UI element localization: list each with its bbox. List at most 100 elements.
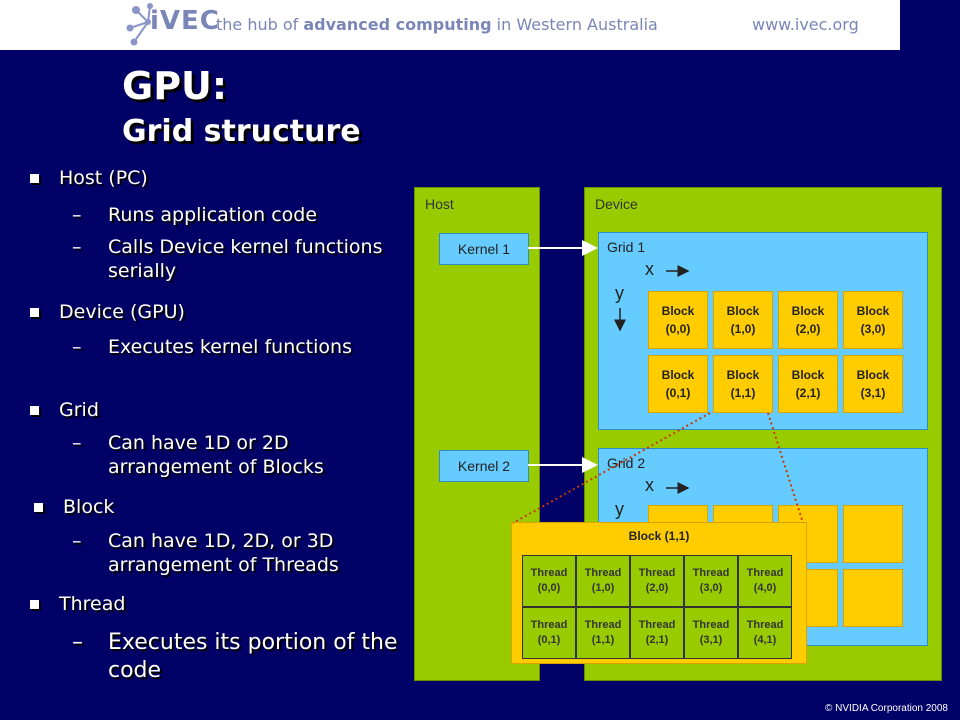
sub-bullet-item: – Runs application code	[72, 203, 402, 227]
dash-icon: –	[72, 432, 82, 454]
thread-1-1: Thread (1,1)	[576, 607, 630, 659]
block-3-1: Block (3,1)	[843, 355, 903, 413]
bullet-text: Thread	[59, 593, 126, 615]
tagline-post: in Western Australia	[491, 15, 658, 34]
block-word: Block	[661, 368, 695, 382]
block-0-0: Block (0,0)	[648, 291, 708, 349]
block-3-0: Block (3,0)	[843, 291, 903, 349]
grid-2-block	[843, 505, 903, 563]
bullet-text: Grid	[59, 399, 99, 421]
bullet-square-icon	[34, 503, 43, 512]
thread-coord: (1,0)	[591, 582, 615, 594]
sub-bullet-item: –Executes kernel functions	[72, 335, 352, 359]
slide-title: GPU:	[122, 64, 228, 108]
tagline-bold: advanced computing	[303, 15, 492, 34]
thread-word: Thread	[530, 619, 568, 631]
block-0-1: Block (0,1)	[648, 355, 708, 413]
grid-1-label: Grid 1	[607, 239, 646, 255]
sub-bullet-text: Calls Device kernel functions serially	[108, 236, 383, 282]
thread-2-0: Thread (2,0)	[630, 555, 684, 607]
bullet-item: Block	[34, 496, 114, 518]
block-coord: (0,1)	[665, 386, 691, 400]
block-coord: (0,0)	[665, 322, 691, 336]
zoom-title: Block (1,1)	[628, 529, 690, 543]
thread-coord: (0,1)	[537, 634, 561, 646]
bullet-text: Host (PC)	[59, 167, 148, 189]
thread-coord: (2,0)	[645, 582, 669, 594]
bullet-square-icon	[30, 600, 39, 609]
bullet-text: Block	[63, 496, 115, 518]
block-word: Block	[726, 304, 760, 318]
brand-name: iVEC	[150, 6, 220, 36]
thread-coord: (2,1)	[645, 634, 669, 646]
thread-word: Thread	[692, 567, 730, 579]
bullet-item: Grid	[30, 399, 99, 421]
thread-0-1: Thread (0,1)	[522, 607, 576, 659]
tagline-pre: the hub of	[216, 15, 304, 34]
thread-2-1: Thread(2,1)	[630, 607, 684, 659]
block-word: Block	[661, 304, 695, 318]
bullet-item: Host (PC)	[30, 167, 148, 189]
block-word: Block	[856, 304, 890, 318]
thread-word: Thread	[746, 619, 784, 631]
block-word: Block	[726, 368, 760, 382]
bullet-square-icon	[30, 174, 39, 183]
sub-bullet-item: –Can have 1D or 2D arrangement of Blocks	[72, 431, 392, 479]
site-url[interactable]: www.ivec.org	[752, 15, 859, 34]
sub-bullet-text: Executes its portion of the code	[108, 630, 398, 683]
dash-icon: –	[72, 204, 82, 226]
block-2-1: Block (2,1)	[778, 355, 838, 413]
block-coord: (3,1)	[860, 386, 886, 400]
thread-coord: (3,1)	[699, 634, 723, 646]
thread-word: Thread	[638, 567, 676, 579]
axis-x-label: x	[645, 259, 654, 279]
sub-bullet-text: Can have 1D, 2D, or 3D arrangement of Th…	[108, 530, 339, 576]
grid-2-block	[843, 569, 903, 627]
block-1-0: Block(1,0)	[713, 291, 773, 349]
thread-word: Thread	[530, 567, 568, 579]
bullet-square-icon	[30, 406, 39, 415]
block-coord: (2,0)	[795, 322, 821, 336]
block-coord: (1,1)	[730, 386, 756, 400]
thread-grid: Thread (0,0) Thread (1,0) Thread (2,0) Thre…	[522, 555, 794, 659]
copyright-notice: © NVIDIA Corporation 2008	[825, 703, 948, 714]
kernel-2-box: Kernel 2	[439, 450, 529, 482]
thread-4-0: Thread (4,0)	[738, 555, 792, 607]
dash-icon: –	[72, 630, 83, 655]
thread-coord: (1,1)	[591, 634, 615, 646]
block-word: Block	[856, 368, 890, 382]
block-coord: (3,0)	[860, 322, 886, 336]
block-word: Block	[791, 304, 825, 318]
bullet-item: Device (GPU)	[30, 301, 185, 323]
thread-4-1: Thread(4,1)	[738, 607, 792, 659]
thread-0-0: Thread (0,0)	[522, 555, 576, 607]
block-1-1: Block (1,1)	[713, 355, 773, 413]
sub-bullet-text: Executes kernel functions	[108, 336, 352, 358]
banner-tagline: the hub of advanced computing in Western…	[216, 15, 658, 34]
bullet-square-icon	[30, 308, 39, 317]
header-banner: iVEC the hub of advanced computing in We…	[0, 0, 960, 54]
grid-2-label: Grid 2	[607, 455, 646, 471]
thread-word: Thread	[584, 567, 622, 579]
bullet-item: Thread	[30, 593, 125, 615]
device-label: Device	[595, 196, 638, 212]
slide-subtitle: Grid structure	[122, 114, 361, 149]
thread-word: Thread	[746, 567, 784, 579]
thread-word: Thread	[692, 619, 730, 631]
dash-icon: –	[72, 236, 82, 258]
thread-coord: (0,0)	[537, 582, 561, 594]
block-coord: (2,1)	[795, 386, 821, 400]
thread-coord: (4,0)	[753, 582, 777, 594]
dash-icon: –	[72, 530, 82, 552]
sub-bullet-item: – Calls Device kernel functions serially	[72, 235, 402, 283]
axis-x-label: x	[645, 475, 654, 495]
thread-word: Thread	[584, 619, 622, 631]
grid-1: Grid 1 x y Block (0,0) Block(1,0) Block (2…	[598, 232, 928, 430]
axis-y-label: y	[615, 499, 624, 519]
block-word: Block	[791, 368, 825, 382]
axis-y-label: y	[615, 283, 624, 303]
sub-bullet-text: Runs application code	[108, 204, 318, 226]
thread-1-0: Thread (1,0)	[576, 555, 630, 607]
bullet-text: Device (GPU)	[59, 301, 185, 323]
kernel-1-box: Kernel 1	[439, 233, 529, 265]
